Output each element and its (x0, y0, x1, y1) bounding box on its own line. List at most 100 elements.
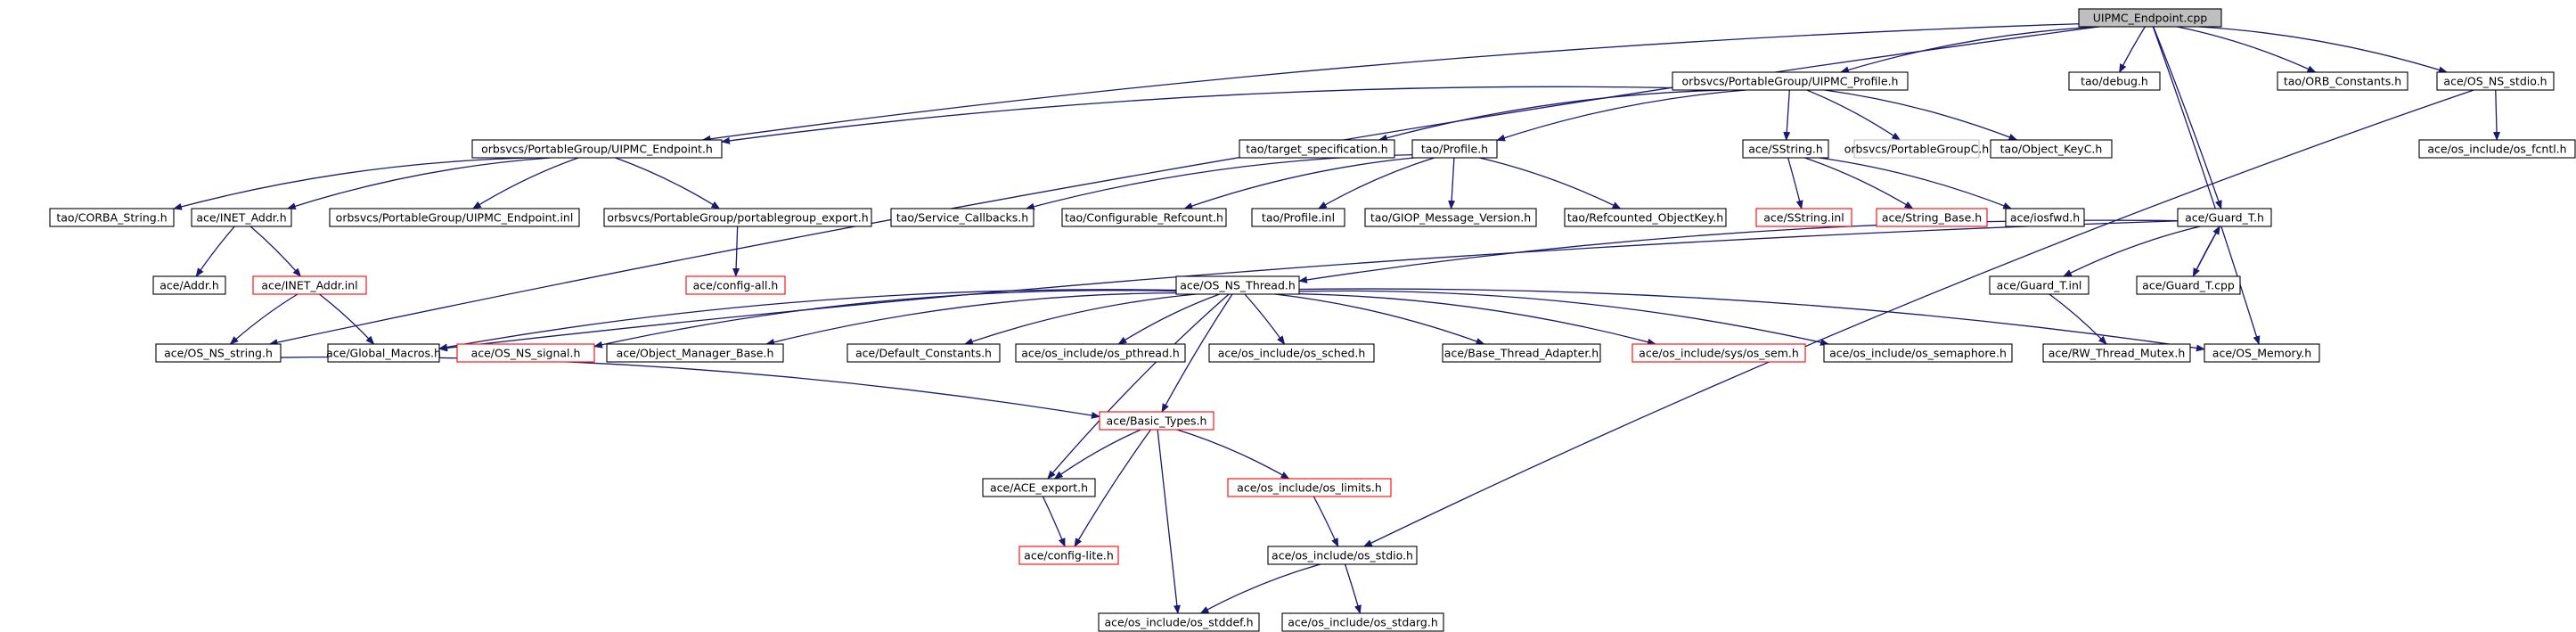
edge-tao_profile-to-tao_refcounted_objectkey (1479, 157, 1622, 209)
node-tao-giop-version[interactable]: tao/GIOP_Message_Version.h (1364, 208, 1537, 227)
node-label: ace/OS_NS_signal.h (471, 347, 581, 360)
node-label: ace/OS_NS_Thread.h (1180, 279, 1296, 292)
node-tao-debug[interactable]: tao/debug.h (2068, 71, 2161, 91)
node-label: tao/GIOP_Message_Version.h (1370, 211, 1531, 225)
edge-inet_addr_inl-to-os_ns_string (229, 293, 298, 345)
node-label: ace/config-all.h (693, 279, 779, 292)
node-inet-addr-h[interactable]: ace/INET_Addr.h (191, 208, 292, 227)
node-os-ns-stdio[interactable]: ace/OS_NS_stdio.h (2436, 71, 2555, 91)
node-basic-types[interactable]: ace/Basic_Types.h (1099, 411, 1214, 431)
node-guard-t-cpp[interactable]: ace/Guard_T.cpp (2136, 275, 2241, 295)
node-tao-target-spec[interactable]: tao/target_specification.h (1239, 139, 1395, 159)
node-os-sys-sem[interactable]: ace/os_include/sys/os_sem.h (1631, 343, 1806, 363)
node-os-fcntl[interactable]: ace/os_include/os_fcntl.h (2418, 139, 2576, 159)
edge-profile_h-to-tao_target_spec (1378, 89, 1729, 142)
node-root[interactable]: UIPMC_Endpoint.cpp (2078, 8, 2222, 28)
node-label: ace/os_include/os_stddef.h (1104, 616, 1253, 629)
node-label: ace/os_include/os_limits.h (1237, 481, 1382, 495)
edge-os_ns_thread-to-os_pthread (1117, 293, 1220, 345)
node-guard-t-inl[interactable]: ace/Guard_T.inl (1989, 275, 2089, 295)
node-object-manager-base[interactable]: ace/Object_Manager_Base.h (606, 343, 784, 363)
edge-endpoint_h-to-inet_addr_h (286, 157, 552, 210)
node-tao-profile-inl[interactable]: tao/Profile.inl (1251, 208, 1345, 227)
node-box (49, 208, 175, 227)
node-os-stdio[interactable]: ace/os_include/os_stdio.h (1267, 546, 1418, 565)
node-tao-corba-string[interactable]: tao/CORBA_String.h (49, 208, 175, 227)
edge-ace_guard_t_h-to-guard_t_inl (2062, 226, 2201, 277)
node-tao-profile[interactable]: tao/Profile.h (1411, 139, 1498, 159)
node-box (1823, 343, 2013, 363)
node-box (152, 275, 226, 295)
node-label: ace/os_include/os_semaphore.h (1829, 347, 2007, 360)
node-tao-service-callbacks[interactable]: tao/Service_Callbacks.h (890, 208, 1034, 227)
node-os-stddef[interactable]: ace/os_include/os_stddef.h (1098, 612, 1260, 632)
node-box (1267, 546, 1418, 565)
node-inet-addr-inl[interactable]: ace/INET_Addr.inl (252, 275, 367, 295)
node-pg-export[interactable]: orbsvcs/PortableGroup/portablegroup_expo… (603, 208, 872, 227)
node-ace-addr[interactable]: ace/Addr.h (152, 275, 226, 295)
node-base-thread-adapter[interactable]: ace/Base_Thread_Adapter.h (1442, 343, 1601, 363)
node-box (1251, 208, 1345, 227)
node-portablegroupc[interactable]: orbsvcs/PortableGroupC.h (1844, 139, 1989, 159)
edge-root-to-endpoint_h (701, 23, 2080, 143)
node-box (252, 275, 367, 295)
node-label: orbsvcs/PortableGroup/UIPMC_Profile.h (1682, 75, 1899, 88)
edge-root-to-os_memory (2152, 26, 2261, 345)
edge-tao_profile-to-tao_configurable_refcount (1183, 157, 1415, 209)
node-box (2277, 71, 2408, 91)
node-ace-guard-t-h[interactable]: ace/Guard_T.h (2177, 208, 2272, 227)
node-os-stdarg[interactable]: ace/os_include/os_stdarg.h (1281, 612, 1444, 632)
node-tao-object-keyc[interactable]: tao/Object_KeyC.h (1990, 139, 2113, 159)
node-ace-config-all[interactable]: ace/config-all.h (685, 275, 786, 295)
node-label: ace/ACE_export.h (990, 481, 1088, 495)
node-box (982, 478, 1096, 497)
edge-root-to-os_ns_stdio (2198, 26, 2448, 74)
node-tao-refcounted-objectkey[interactable]: tao/Refcounted_ObjectKey.h (1564, 208, 1727, 227)
node-default-constants[interactable]: ace/Default_Constants.h (846, 343, 1001, 363)
edge-os_ns_stdio-to-os_fcntl (2493, 89, 2501, 141)
edge-os_ns_thread-to-ace_export (1047, 293, 1230, 480)
node-ace-sstring[interactable]: ace/SString.h (1742, 139, 1829, 159)
node-label: tao/Service_Callbacks.h (896, 211, 1028, 225)
node-profile-h[interactable]: orbsvcs/PortableGroup/UIPMC_Profile.h (1672, 71, 1909, 91)
node-label: tao/Configurable_Refcount.h (1065, 211, 1223, 225)
edge-os_ns_stdio-to-os_stdio (1362, 89, 2474, 547)
node-box (2204, 343, 2320, 363)
node-label: ace/config-lite.h (1024, 549, 1114, 562)
node-box (471, 139, 723, 159)
node-os-pthread[interactable]: ace/os_include/os_pthread.h (1015, 343, 1186, 363)
node-label: orbsvcs/PortableGroup/portablegroup_expo… (607, 211, 868, 225)
node-tao-configurable-refcount[interactable]: tao/Configurable_Refcount.h (1061, 208, 1227, 227)
node-label: ace/os_include/sys/os_sem.h (1639, 347, 1799, 360)
edge-inet_addr_inl-to-global_macros (319, 293, 375, 345)
node-ace-export[interactable]: ace/ACE_export.h (982, 478, 1096, 497)
node-endpoint-inl[interactable]: orbsvcs/PortableGroup/UIPMC_Endpoint.inl (329, 208, 580, 227)
node-tao-orb-constants[interactable]: tao/ORB_Constants.h (2277, 71, 2408, 91)
node-os-semaphore[interactable]: ace/os_include/os_semaphore.h (1823, 343, 2013, 363)
edge-ace_sstring-to-ace_string_base (1804, 157, 1914, 209)
node-os-memory[interactable]: ace/OS_Memory.h (2204, 343, 2320, 363)
node-config-lite[interactable]: ace/config-lite.h (1018, 546, 1119, 565)
node-box (1281, 612, 1444, 632)
node-ace-sstring-inl[interactable]: ace/SString.inl (1755, 208, 1852, 227)
node-ace-string-base[interactable]: ace/String_Base.h (1876, 208, 1988, 227)
node-os-ns-string[interactable]: ace/OS_NS_string.h (155, 343, 282, 363)
node-box (1364, 208, 1537, 227)
node-os-ns-thread[interactable]: ace/OS_NS_Thread.h (1175, 275, 1300, 295)
node-endpoint-h[interactable]: orbsvcs/PortableGroup/UIPMC_Endpoint.h (471, 139, 723, 159)
node-box (155, 343, 282, 363)
node-rw-thread-mutex[interactable]: ace/RW_Thread_Mutex.h (2042, 343, 2191, 363)
node-box (603, 208, 872, 227)
edge-pg_export-to-ace_config_all (732, 226, 740, 277)
node-os-limits[interactable]: ace/os_include/os_limits.h (1227, 478, 1392, 497)
edge-endpoint_h-to-pg_export (615, 157, 721, 209)
node-ace-iosfwd[interactable]: ace/iosfwd.h (2005, 208, 2085, 227)
edge-ace_guard_t_h-to-os_ns_thread (1298, 219, 2179, 283)
node-os-ns-signal[interactable]: ace/OS_NS_signal.h (456, 343, 595, 363)
node-box (1631, 343, 1806, 363)
node-global-macros[interactable]: ace/Global_Macros.h (326, 343, 441, 363)
node-label: ace/Global_Macros.h (326, 347, 441, 360)
node-os-sched[interactable]: ace/os_include/os_sched.h (1208, 343, 1375, 363)
edge-os_ns_thread-to-default_constants (963, 293, 1197, 345)
